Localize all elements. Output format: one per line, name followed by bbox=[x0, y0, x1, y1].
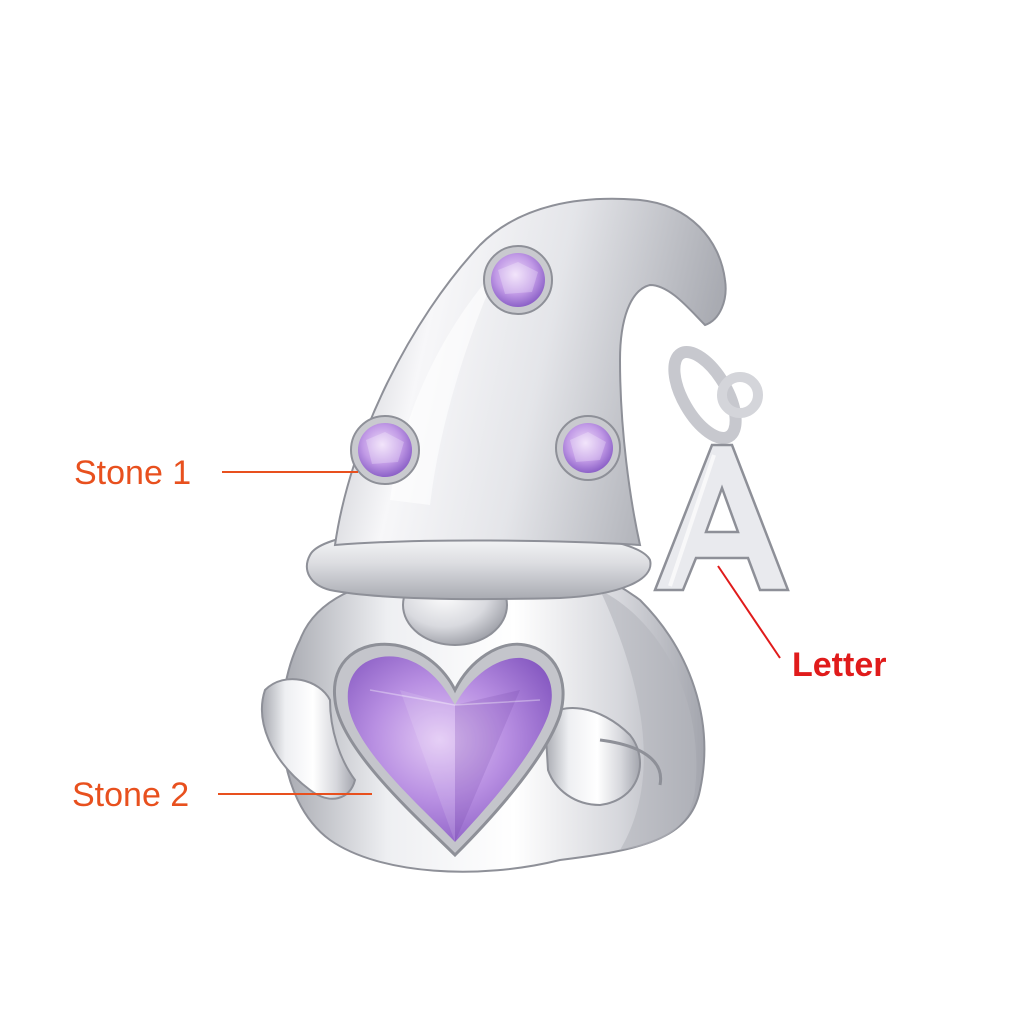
hat-stone-top bbox=[483, 245, 553, 315]
letter-leader-line bbox=[717, 565, 781, 659]
charm-jump-ring bbox=[668, 346, 742, 444]
gnome-left-hand bbox=[261, 678, 357, 800]
stone2-label: Stone 2 bbox=[72, 776, 190, 814]
letter-label: Letter bbox=[792, 646, 887, 684]
heart-stone bbox=[332, 642, 565, 858]
hat-stone-right bbox=[555, 415, 621, 481]
stone1-label: Stone 1 bbox=[74, 454, 192, 492]
gnome-right-hand bbox=[543, 707, 641, 807]
letter-charm-a bbox=[653, 443, 790, 592]
hat-stone-left bbox=[350, 415, 420, 485]
